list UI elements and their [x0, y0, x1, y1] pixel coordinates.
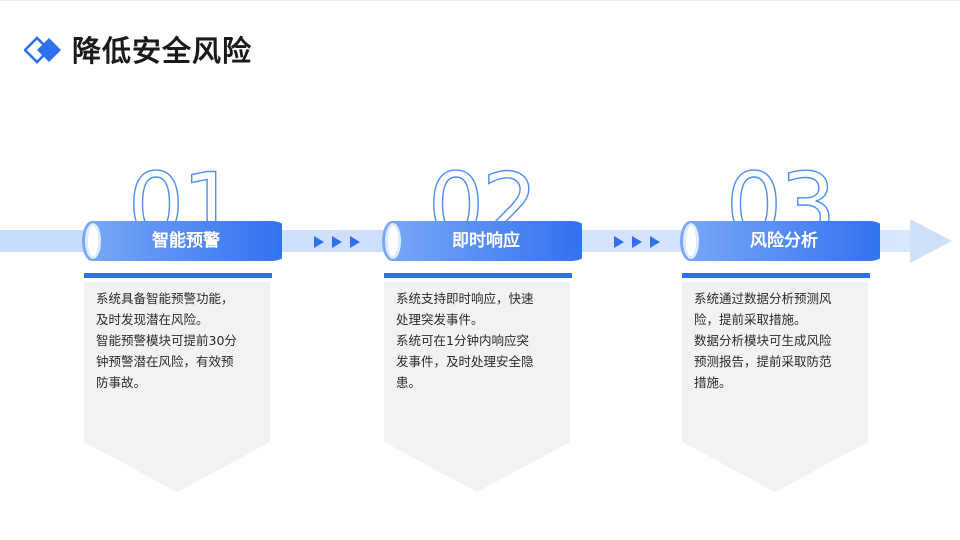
step-description-card — [384, 282, 570, 492]
description-line: 智能预警模块可提前30分 — [96, 333, 237, 348]
step-title: 风险分析 — [750, 231, 818, 251]
step-header-bar — [82, 221, 282, 261]
page-title: 降低安全风险 — [72, 34, 253, 68]
step-description: 系统通过数据分析预测风 险，提前采取措施。 数据分析模块可生成风险 预测报告，提… — [694, 288, 856, 393]
description-line: 险，提前采取措施。 — [694, 312, 807, 327]
description-line: 系统通过数据分析预测风 — [694, 291, 832, 306]
step-number: 02 — [427, 160, 538, 232]
top-divider — [0, 0, 960, 1]
step-header-bar — [382, 221, 582, 261]
arrow-head-icon — [910, 219, 952, 263]
description-line: 预测报告，提前采取防范 — [694, 354, 832, 369]
step-underline — [384, 273, 572, 278]
step-number: 01 — [127, 160, 238, 232]
description-line: 患。 — [396, 375, 422, 390]
step-underline — [84, 273, 272, 278]
step-description-card — [682, 282, 868, 492]
description-line: 措施。 — [694, 375, 732, 390]
description-line: 及时发现潜在风险。 — [96, 312, 209, 327]
description-line: 发事件，及时处理安全隐 — [396, 354, 534, 369]
description-line: 系统具备智能预警功能， — [96, 291, 234, 306]
step-title: 智能预警 — [152, 231, 220, 251]
triple-chevron-icon — [614, 236, 660, 248]
double-diamond-icon — [24, 36, 61, 64]
triple-chevron-icon — [314, 236, 360, 248]
step-header-bar — [680, 221, 880, 261]
step-underline — [682, 273, 870, 278]
description-line: 数据分析模块可生成风险 — [694, 333, 832, 348]
step-number: 03 — [725, 160, 836, 232]
description-line: 系统可在1分钟内响应突 — [396, 333, 529, 348]
step-description-card — [84, 282, 270, 492]
description-line: 钟预警潜在风险，有效预 — [96, 354, 234, 369]
description-line: 防事故。 — [96, 375, 147, 390]
step-description: 系统支持即时响应，快速 处理突发事件。 系统可在1分钟内响应突 发事件，及时处理… — [396, 288, 558, 393]
description-line: 系统支持即时响应，快速 — [396, 291, 534, 306]
step-title: 即时响应 — [452, 231, 520, 251]
step-description: 系统具备智能预警功能， 及时发现潜在风险。 智能预警模块可提前30分 钟预警潜在… — [96, 288, 258, 393]
description-line: 处理突发事件。 — [396, 312, 484, 327]
